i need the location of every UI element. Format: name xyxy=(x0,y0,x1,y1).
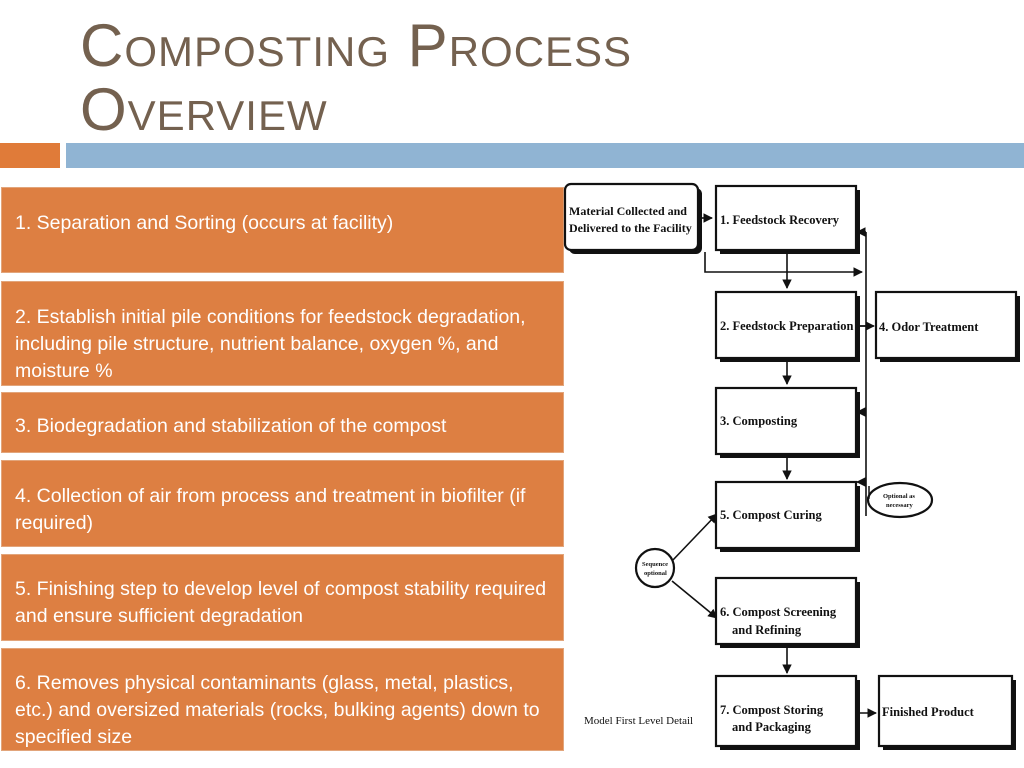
accent-bar-orange xyxy=(0,143,60,168)
step-box-5: 5. Finishing step to develop level of co… xyxy=(0,553,565,642)
optional-ellipse xyxy=(866,481,934,519)
step-box-2: 2. Establish initial pile conditions for… xyxy=(0,280,565,387)
arrow-sequence-to-curing xyxy=(671,513,718,562)
step-text-5: 5. Finishing step to develop level of co… xyxy=(15,578,547,627)
sequence-ellipse xyxy=(634,547,676,589)
storing-box xyxy=(714,674,858,748)
finished-box xyxy=(877,674,1014,748)
step-text-4: 4. Collection of air from process and tr… xyxy=(15,485,526,534)
title-line-1: Composting Process xyxy=(80,12,633,79)
composting-box xyxy=(714,386,858,456)
accent-bar-blue xyxy=(66,143,1024,168)
preparation-label: 2. Feedstock Preparation xyxy=(720,319,853,333)
screening-label-2: and Refining xyxy=(732,623,802,637)
process-flowchart: Material Collected and Delivered to the … xyxy=(563,182,1020,750)
arrow-material-bypass xyxy=(704,252,863,277)
sequence-label-1: Sequence xyxy=(642,561,668,568)
arrow-sequence-to-screening xyxy=(671,580,718,619)
material-label-1: Material Collected and xyxy=(569,204,687,218)
odor-box xyxy=(874,290,1018,360)
arrow-optional-link xyxy=(867,486,870,499)
step-text-3: 3. Biodegradation and stabilization of t… xyxy=(15,415,447,437)
optional-label-2: necessary xyxy=(886,502,913,509)
step-text-6: 6. Removes physical contaminants (glass,… xyxy=(15,672,540,748)
step-box-4: 4. Collection of air from process and tr… xyxy=(0,459,565,548)
step-box-1: 1. Separation and Sorting (occurs at fac… xyxy=(0,186,565,274)
preparation-box xyxy=(714,290,858,360)
slide-title: Composting Process Overview xyxy=(80,14,780,142)
storing-label-2: and Packaging xyxy=(732,720,812,734)
screening-box xyxy=(714,576,858,646)
title-line-2: Overview xyxy=(80,76,328,143)
step-box-3: 3. Biodegradation and stabilization of t… xyxy=(0,391,565,454)
material-box xyxy=(563,182,700,252)
step-box-6: 6. Removes physical contaminants (glass,… xyxy=(0,647,565,752)
step-text-2: 2. Establish initial pile conditions for… xyxy=(15,306,526,382)
finished-label: Finished Product xyxy=(882,705,975,719)
recovery-label: 1. Feedstock Recovery xyxy=(720,213,840,227)
step-text-1: 1. Separation and Sorting (occurs at fac… xyxy=(15,212,394,234)
curing-label: 5. Compost Curing xyxy=(720,508,822,522)
optional-label-1: Optional as xyxy=(883,493,915,500)
curing-box xyxy=(714,480,858,550)
odor-label: 4. Odor Treatment xyxy=(879,320,979,334)
composting-label: 3. Composting xyxy=(720,414,798,428)
flowchart-caption: Model First Level Detail xyxy=(584,715,693,727)
recovery-box xyxy=(714,184,858,252)
storing-label-1: 7. Compost Storing xyxy=(720,703,824,717)
sequence-label-2: optional xyxy=(644,570,667,577)
screening-label-1: 6. Compost Screening xyxy=(720,605,837,619)
material-label-2: Delivered to the Facility xyxy=(569,221,692,235)
